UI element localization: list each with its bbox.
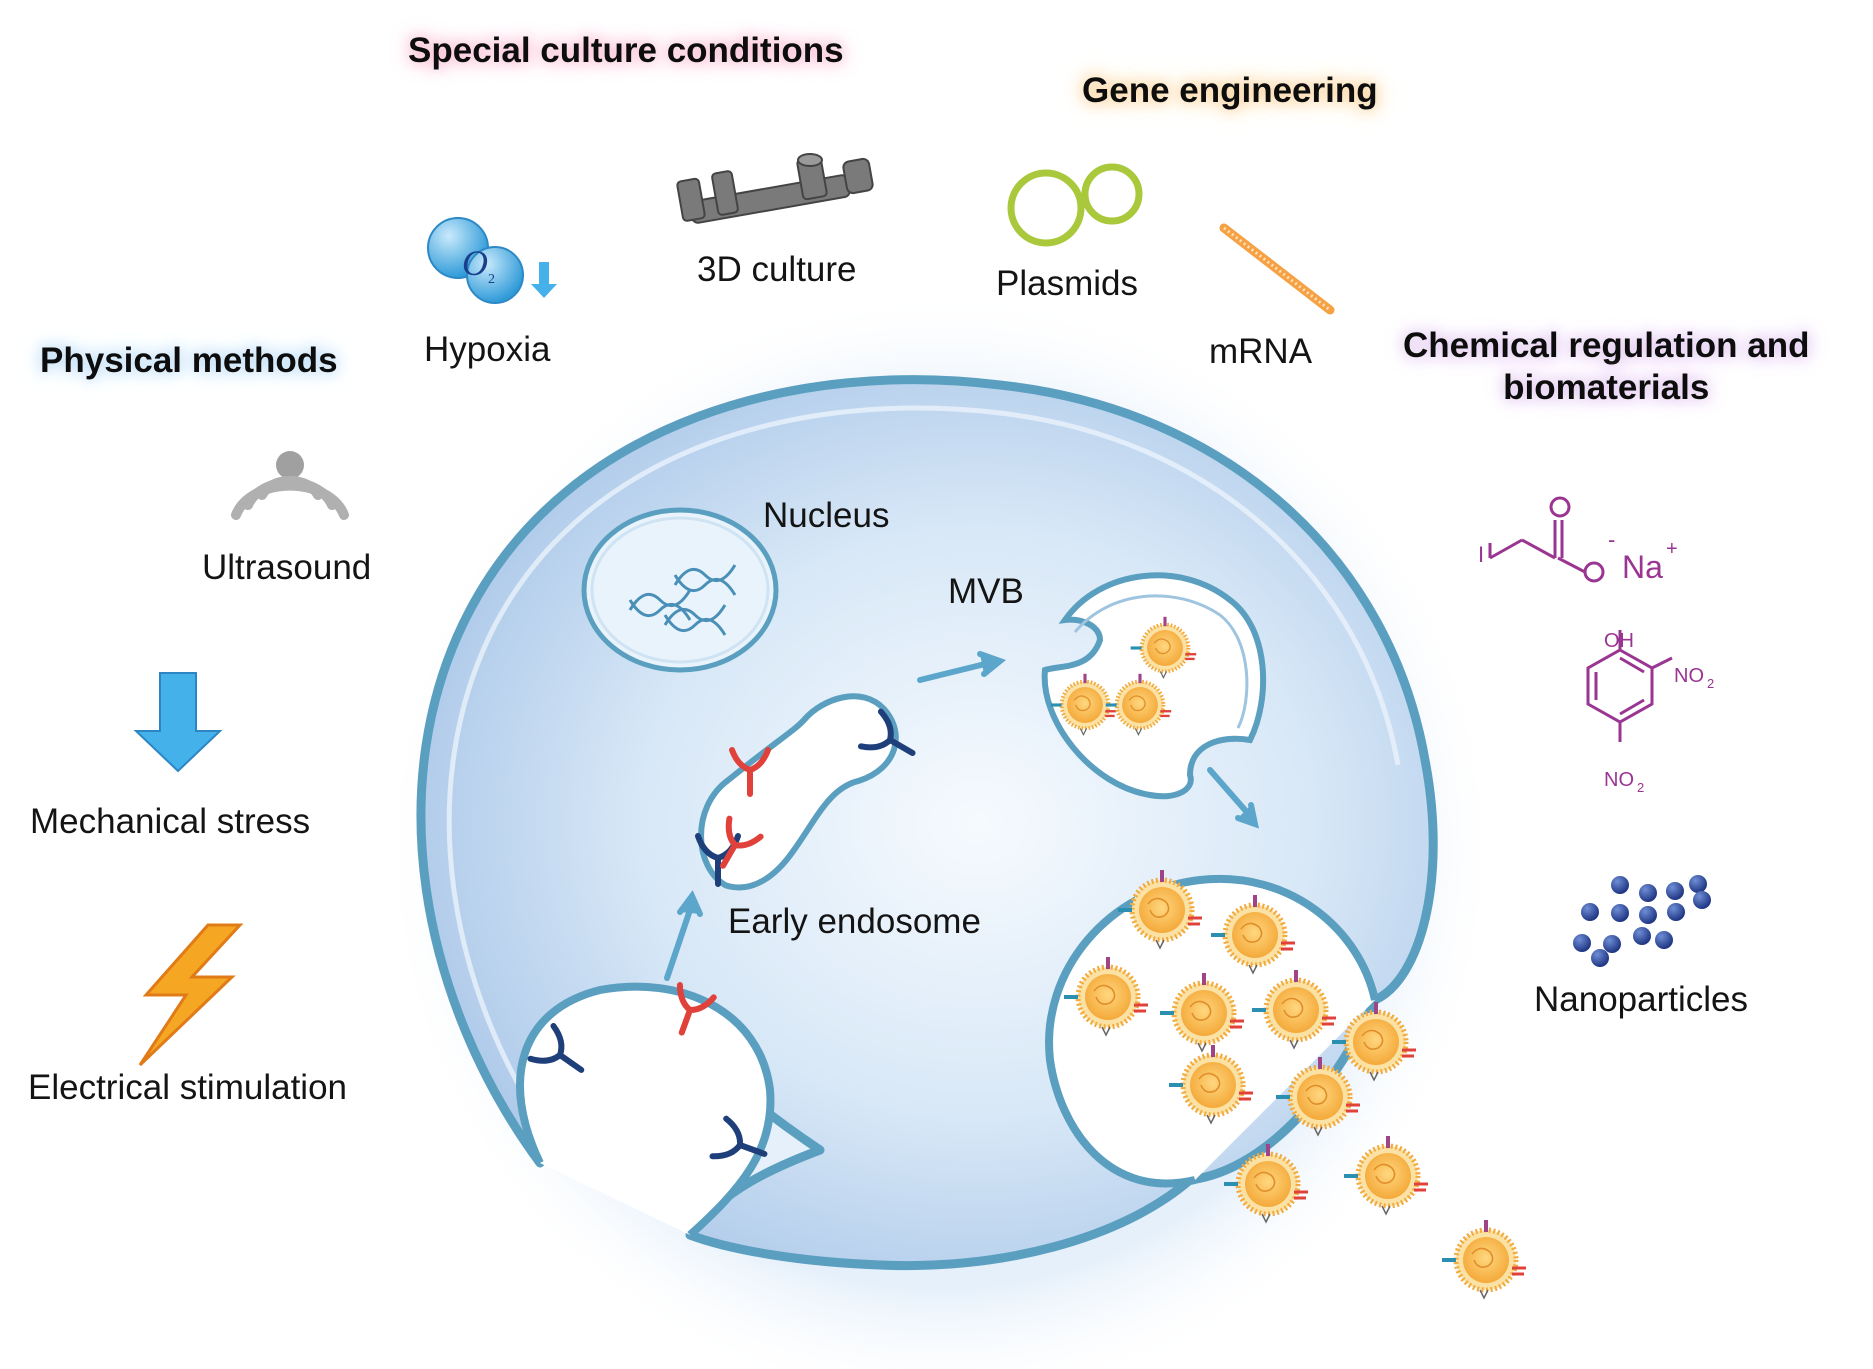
- iodoacetate-molecule: [1488, 496, 1605, 583]
- svg-text:O: O: [462, 243, 488, 283]
- chemical-regulation-title: Chemical regulation and biomaterials: [1403, 326, 1810, 407]
- hypoxia-label: Hypoxia: [424, 330, 551, 369]
- svg-text:+: +: [1666, 538, 1678, 560]
- early-endosome: [692, 693, 923, 891]
- mrna-label: mRNA: [1209, 332, 1313, 371]
- mvb: [1041, 572, 1267, 800]
- svg-text:2: 2: [488, 272, 495, 287]
- ultrasound-icon: [231, 451, 349, 520]
- svg-text:Na: Na: [1622, 549, 1663, 585]
- gene-engineering-title: Gene engineering: [1082, 71, 1378, 110]
- down-arrow-icon: [133, 672, 223, 773]
- physical-methods-title: Physical methods: [40, 341, 338, 380]
- svg-text:NO: NO: [1674, 665, 1704, 687]
- mvb-label: MVB: [948, 572, 1024, 611]
- carboxylate-oxygen: O: [1586, 560, 1602, 586]
- o2-bubble-icon: O 2: [427, 217, 557, 304]
- early-endosome-label: Early endosome: [728, 902, 981, 941]
- dinitrophenol-molecule: [1586, 630, 1673, 742]
- ultrasound-label: Ultrasound: [202, 548, 372, 587]
- dna-icon: [628, 564, 737, 636]
- nucleus-label: Nucleus: [763, 496, 890, 535]
- svg-text:NO: NO: [1604, 769, 1634, 791]
- svg-text:2: 2: [1637, 780, 1644, 795]
- carbonyl-oxygen: O: [1552, 494, 1568, 520]
- cell: [380, 290, 1526, 1369]
- endocytic-vesicle: [516, 982, 775, 1238]
- bioreactor-icon: [676, 153, 874, 224]
- culture-conditions-title: Special culture conditions: [408, 31, 844, 70]
- nanoparticles-label: Nanoparticles: [1534, 980, 1748, 1019]
- svg-text:-: -: [1608, 527, 1615, 552]
- mechanical-stress-label: Mechanical stress: [30, 802, 311, 841]
- mrna-icon: [1219, 223, 1335, 315]
- trafficking-arrows: [664, 651, 1260, 981]
- svg-text:I: I: [1478, 542, 1484, 567]
- plasmid-icon: [1007, 163, 1143, 247]
- nanoparticles-icon: [1573, 875, 1711, 967]
- svg-text:2: 2: [1707, 676, 1714, 691]
- nucleus: [581, 507, 779, 673]
- electrical-stimulation-label: Electrical stimulation: [28, 1068, 347, 1107]
- plasmids-label: Plasmids: [996, 264, 1138, 303]
- svg-text:OH: OH: [1604, 630, 1634, 652]
- 3d-culture-label: 3D culture: [697, 250, 857, 289]
- lightning-icon: [138, 923, 244, 1067]
